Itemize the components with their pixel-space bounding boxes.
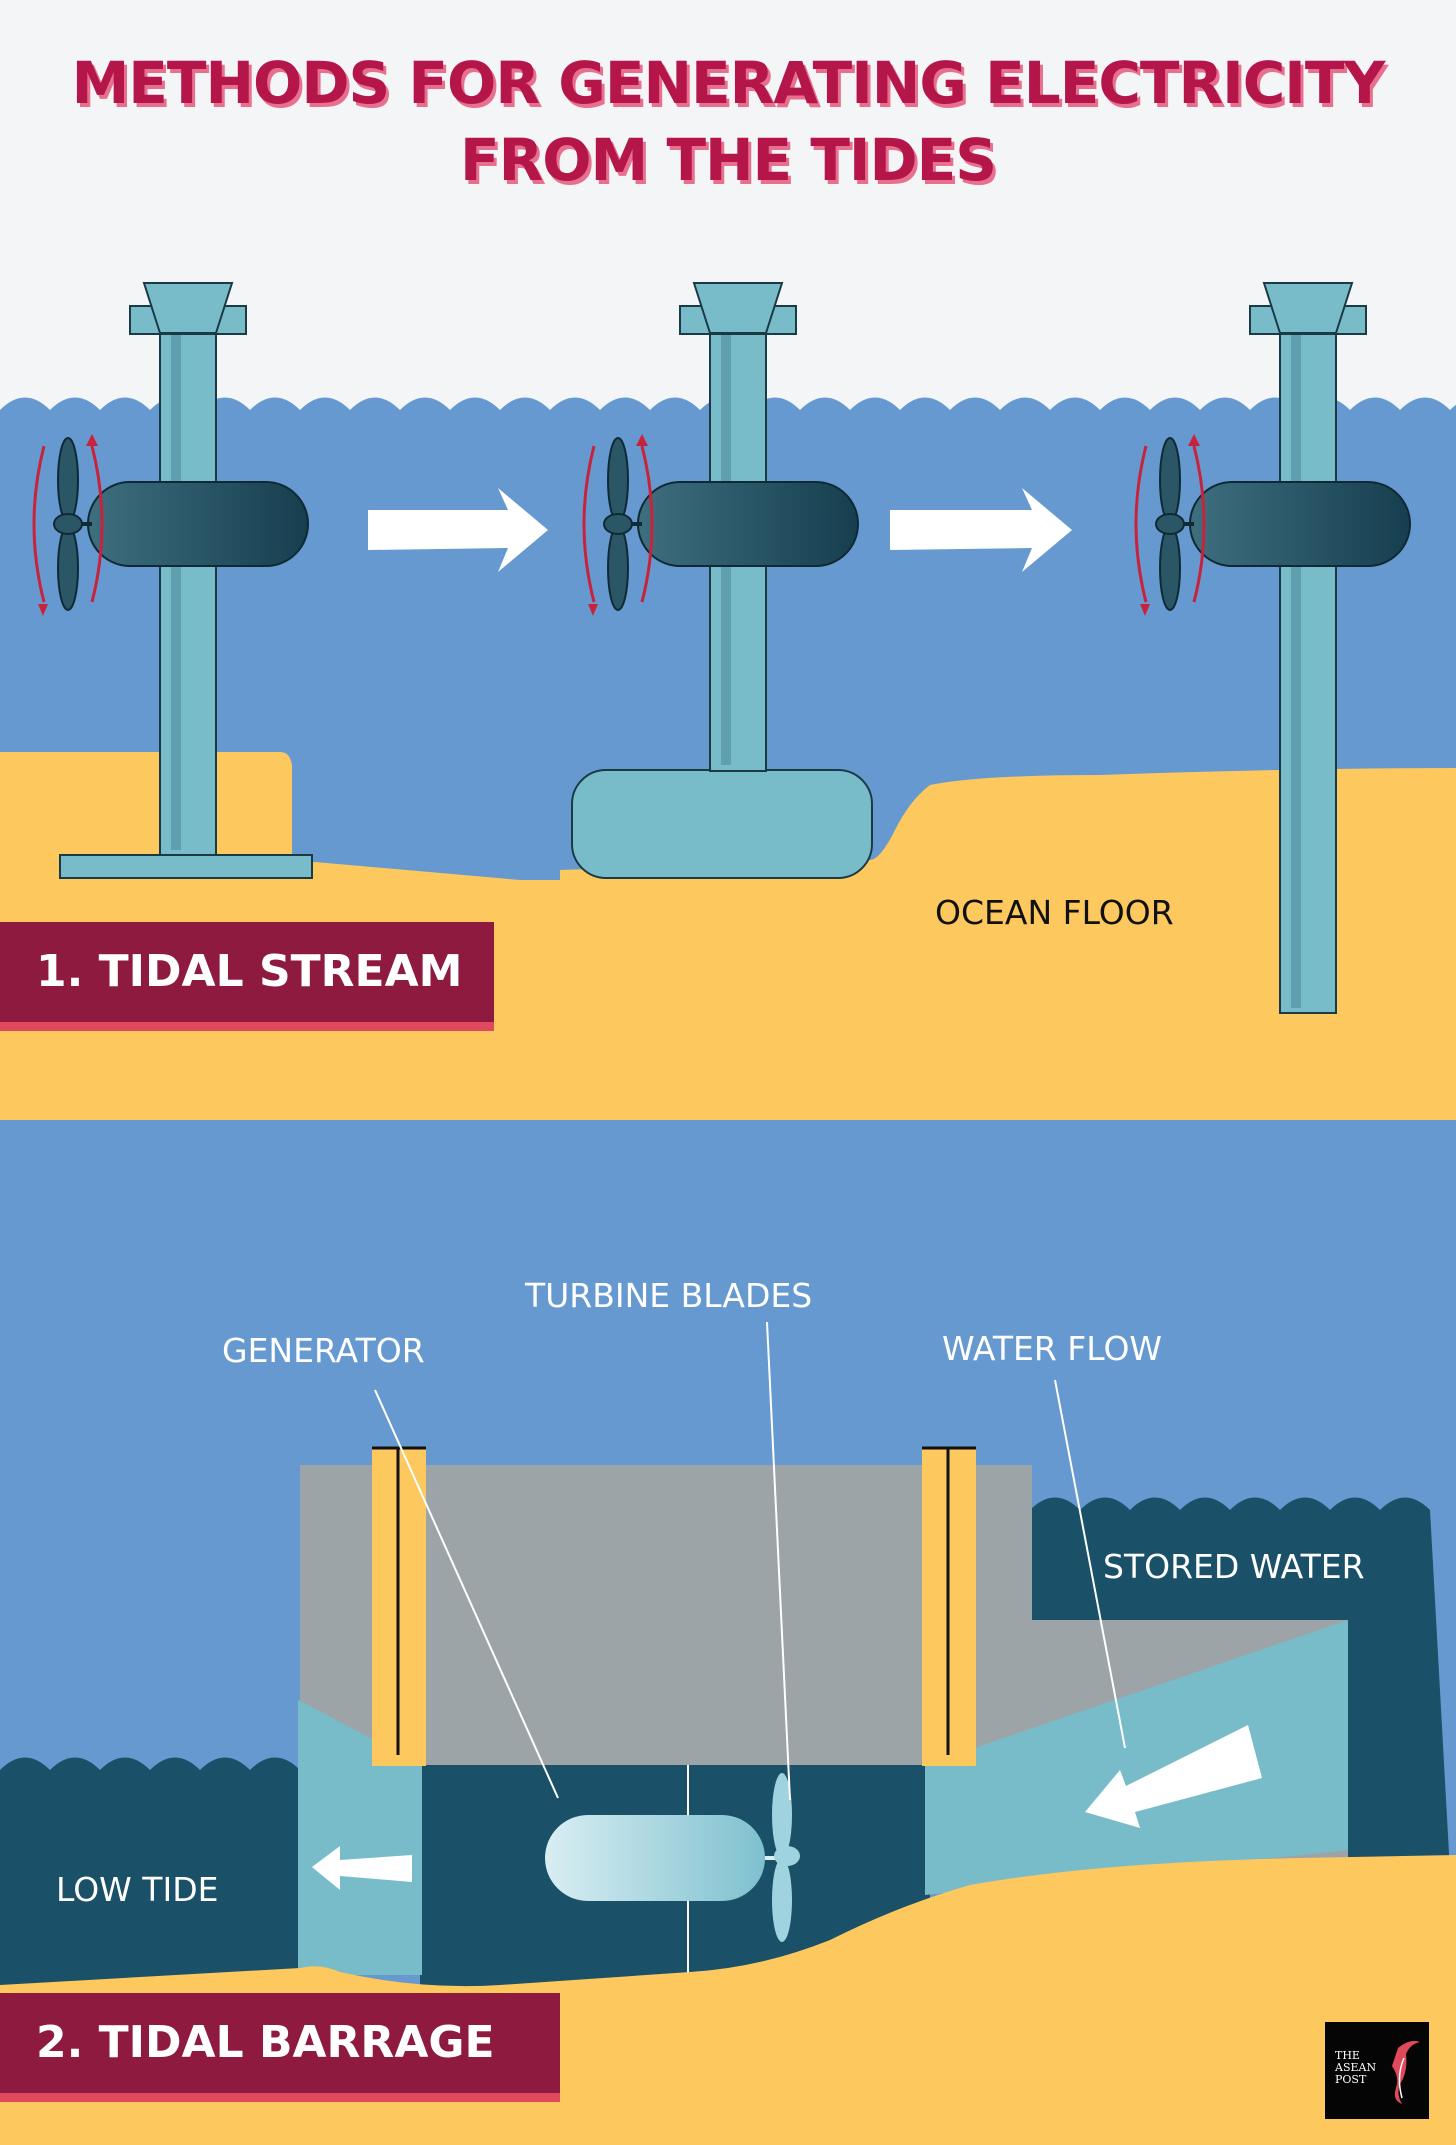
logo-bird-icon bbox=[1325, 2022, 1429, 2119]
label-ocean-floor: OCEAN FLOOR bbox=[935, 893, 1174, 932]
flow-arrow-icon-1 bbox=[368, 488, 548, 572]
label-turbine-blades: TURBINE BLADES bbox=[525, 1276, 813, 1315]
flow-arrow-icon-3 bbox=[1085, 1725, 1262, 1828]
low-tide-water bbox=[0, 1757, 300, 1990]
page-title-line-1: METHODS FOR GENERATING ELECTRICITY bbox=[71, 49, 1386, 117]
turbine-blades-icon bbox=[772, 1773, 800, 1942]
generator-icon bbox=[545, 1815, 765, 1901]
turbine-icon-2 bbox=[571, 282, 873, 879]
label-low-tide: LOW TIDE bbox=[56, 1870, 219, 1909]
inlet-channel bbox=[925, 1620, 1348, 1895]
ocean-floor-top bbox=[0, 752, 1456, 1120]
turbine-icon-1 bbox=[32, 282, 313, 879]
label-generator: GENERATOR bbox=[222, 1331, 425, 1370]
logo-line-1: THE bbox=[1335, 2049, 1360, 2062]
flow-arrow-icon-4 bbox=[312, 1846, 412, 1890]
logo-line-2: ASEAN bbox=[1335, 2061, 1377, 2074]
outlet-channel bbox=[298, 1700, 422, 1975]
gate-icon-left bbox=[372, 1446, 426, 1766]
logo-line-3: POST bbox=[1335, 2073, 1367, 2086]
flow-arrow-icon-2 bbox=[890, 488, 1072, 572]
gate-icon-right bbox=[922, 1446, 976, 1766]
logo: THE ASEAN POST bbox=[1335, 2050, 1395, 2086]
label-stored-water: STORED WATER bbox=[1103, 1547, 1365, 1586]
section-heading-tidal-stream: 1. TIDAL STREAM bbox=[0, 922, 494, 1022]
turbine-icon-3 bbox=[1134, 282, 1411, 1014]
section-heading-tidal-barrage: 2. TIDAL BARRAGE bbox=[0, 1993, 560, 2093]
page-title-line-2: FROM THE TIDES bbox=[459, 126, 997, 194]
label-water-flow: WATER FLOW bbox=[942, 1329, 1163, 1368]
